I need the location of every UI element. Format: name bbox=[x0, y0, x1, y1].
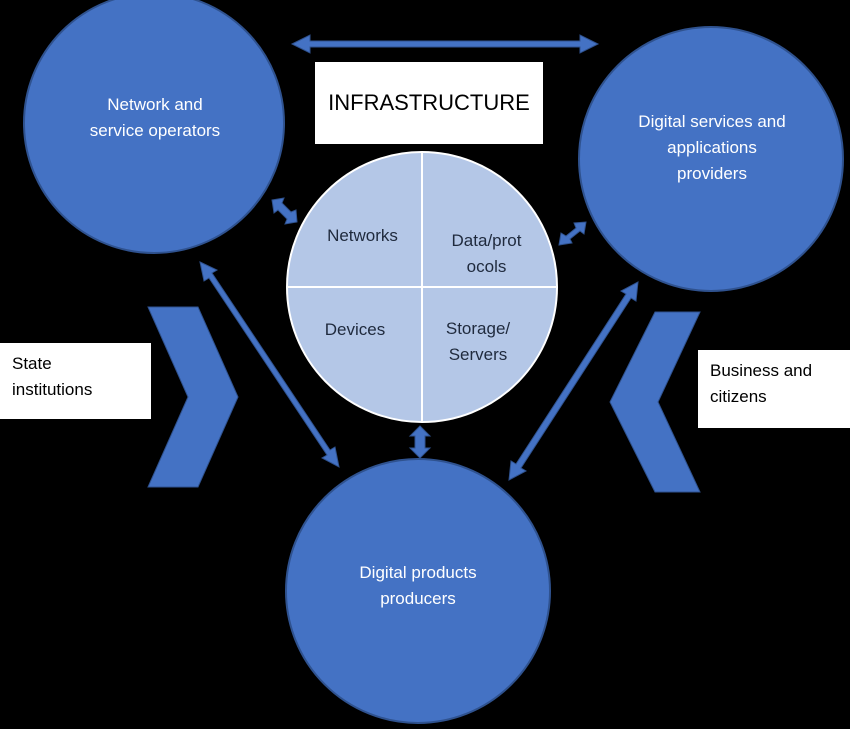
arrow-top-horizontal bbox=[290, 34, 600, 54]
arrow-center-to-right bbox=[558, 221, 587, 246]
digital-services-label: Digital services and applications provid… bbox=[638, 112, 786, 183]
state-institutions-box: State institutions bbox=[0, 343, 151, 419]
networks-label: Networks bbox=[327, 226, 398, 245]
business-citizens-box: Business and citizens bbox=[698, 350, 850, 428]
arrow-right-to-bottom bbox=[508, 281, 639, 481]
storage-servers-label: Storage/ Servers bbox=[445, 319, 511, 364]
arrow-left-to-bottom bbox=[199, 261, 340, 468]
arrow-left-to-center bbox=[271, 197, 298, 225]
digital-products-label: Digital products producers bbox=[359, 563, 477, 608]
network-operators-label: Network and service operators bbox=[89, 95, 221, 140]
network-operators-circle bbox=[23, 0, 285, 254]
data-protocols-label: Data/prot ocols bbox=[451, 231, 522, 276]
digital-products-circle bbox=[285, 458, 551, 724]
arrow-center-to-bottom bbox=[408, 425, 432, 459]
chevron-left-shape bbox=[609, 311, 701, 493]
chevron-right-shape bbox=[147, 306, 239, 488]
devices-label: Devices bbox=[324, 320, 386, 339]
digital-services-circle bbox=[578, 26, 844, 292]
infrastructure-pie bbox=[286, 151, 558, 423]
infrastructure-title: INFRASTRUCTURE bbox=[315, 62, 543, 144]
